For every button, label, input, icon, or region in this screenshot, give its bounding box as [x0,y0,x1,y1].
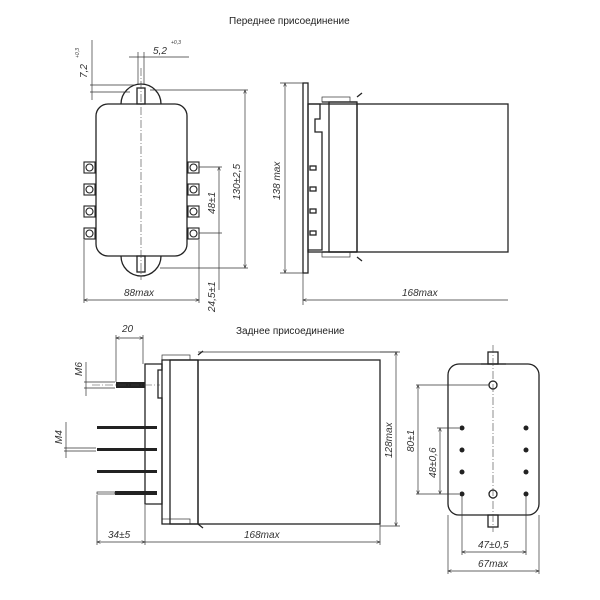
dim-front-height: 138 max [272,161,283,200]
front-side-view: 138 max 168max [272,82,509,305]
bottom-mount-cap [120,255,162,277]
dim-thread-m4: M4 [54,430,65,444]
dim-front-width: 88max [124,288,155,299]
dim-stud-width: 5,2 [153,46,167,57]
dim-stud-length: 20 [121,324,134,335]
rear-side-casing [161,359,381,525]
dim-rear-pitch: 48±0,6 [428,447,439,478]
m4-studs [96,426,157,495]
dim-thread-m6: M6 [74,362,85,376]
dim-terminal-pitch: 48±1 [207,192,218,214]
dim-rear-width: 67max [478,559,509,570]
dim-top-height-tol: +0,3 [75,48,81,58]
rear-pins [459,425,529,497]
dim-rear-mount-spacing: 80±1 [406,430,417,452]
dim-mount-spacing: 130±2,5 [232,163,243,200]
left-terminals [83,161,96,240]
dim-top-height: 7,2 [79,64,90,78]
rear-mount-hole-bottom [488,489,498,499]
front-panel-flange [302,82,309,274]
rear-view: 80±1 48±0,6 47±0,5 67max [406,345,539,574]
right-terminals [187,161,200,240]
dim-offset: 24,5±1 [207,281,218,313]
side-pins [309,165,317,236]
front-connection-title: Переднее присоединение [229,16,350,27]
rear-side-view: 20 M6 M4 34±5 168max 128max [54,324,400,545]
dim-front-length: 168max [402,288,439,299]
dim-pin-spacing: 47±0,5 [478,540,509,551]
front-view: 5,2 +0,3 7,2 +0,3 48±1 130±2,5 24,5±1 88… [75,40,248,313]
dim-stud-protrusion: 34±5 [108,530,131,541]
dim-rear-height: 128max [384,421,395,458]
dim-rear-length: 168max [244,530,281,541]
m6-stud [116,382,145,388]
front-body [95,103,188,257]
front-side-casing [307,103,509,253]
rear-connection-title: Заднее присоединение [236,326,345,337]
dim-stud-width-tol: +0,3 [171,40,181,46]
